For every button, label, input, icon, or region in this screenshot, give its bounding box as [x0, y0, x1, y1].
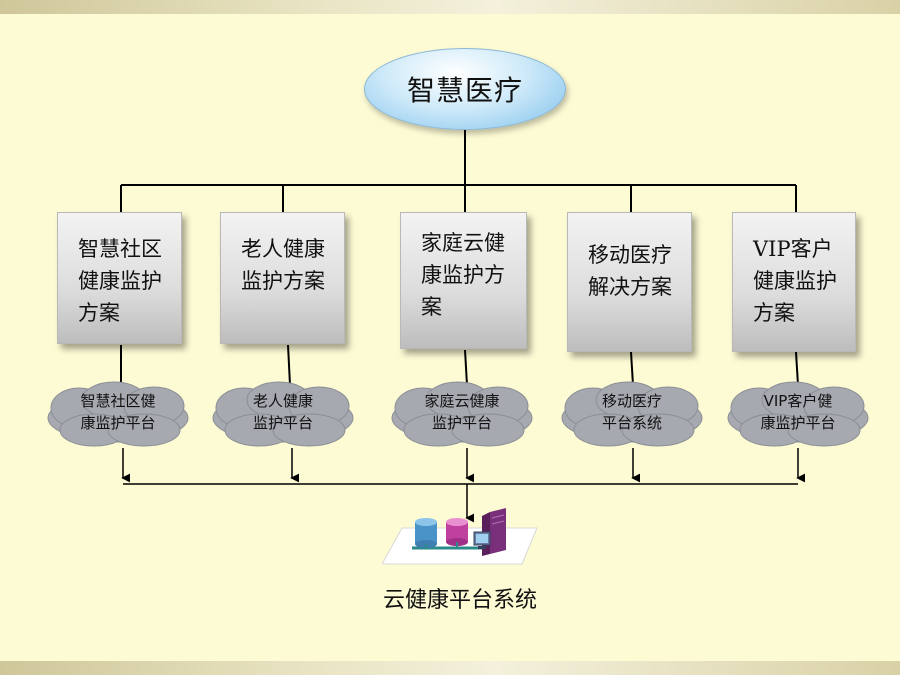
cloud-platform-system-icon [381, 498, 542, 570]
solution-label: 移动医疗 解决方案 [588, 243, 672, 299]
platform-system-label: 云健康平台系统 [382, 588, 537, 613]
database-icon-2 [446, 518, 468, 548]
platform-label: VIP客户健 康监护平台 [760, 392, 836, 432]
platform-cloud-mobile: 移动医疗 平台系统 [558, 378, 706, 450]
root-label: 智慧医疗 [406, 74, 523, 107]
solution-box-elderly: 老人健康 监护方案 [220, 212, 345, 344]
platform-cloud-vip: VIP客户健 康监护平台 [724, 378, 872, 450]
top-decorative-band [0, 0, 900, 14]
platform-cloud-family: 家庭云健康 监护平台 [388, 378, 536, 450]
solution-label: 智慧社区 健康监护 方案 [78, 237, 162, 325]
platform-label: 家庭云健康 监护平台 [424, 392, 500, 432]
monitor-icon [473, 531, 491, 549]
solution-label: 家庭云健 康监护方 案 [421, 231, 505, 319]
database-icon [415, 518, 437, 548]
platform-label: 移动医疗 平台系统 [601, 392, 662, 432]
solution-label: 老人健康 监护方案 [241, 237, 325, 293]
bottom-decorative-band [0, 661, 900, 675]
solution-label: VIP客户 健康监护 方案 [753, 237, 837, 325]
solution-box-vip: VIP客户 健康监护 方案 [732, 212, 856, 352]
platform-label: 老人健康 监护平台 [252, 392, 313, 432]
platform-cloud-elderly: 老人健康 监护平台 [209, 378, 357, 450]
platform-label: 智慧社区健 康监护平台 [80, 392, 156, 432]
solution-box-community: 智慧社区 健康监护 方案 [57, 212, 182, 344]
root-node: 智慧医疗 [364, 48, 566, 130]
solution-box-family-cloud: 家庭云健 康监护方 案 [400, 212, 527, 349]
solution-box-mobile: 移动医疗 解决方案 [567, 212, 692, 352]
platform-cloud-community: 智慧社区健 康监护平台 [44, 378, 192, 450]
